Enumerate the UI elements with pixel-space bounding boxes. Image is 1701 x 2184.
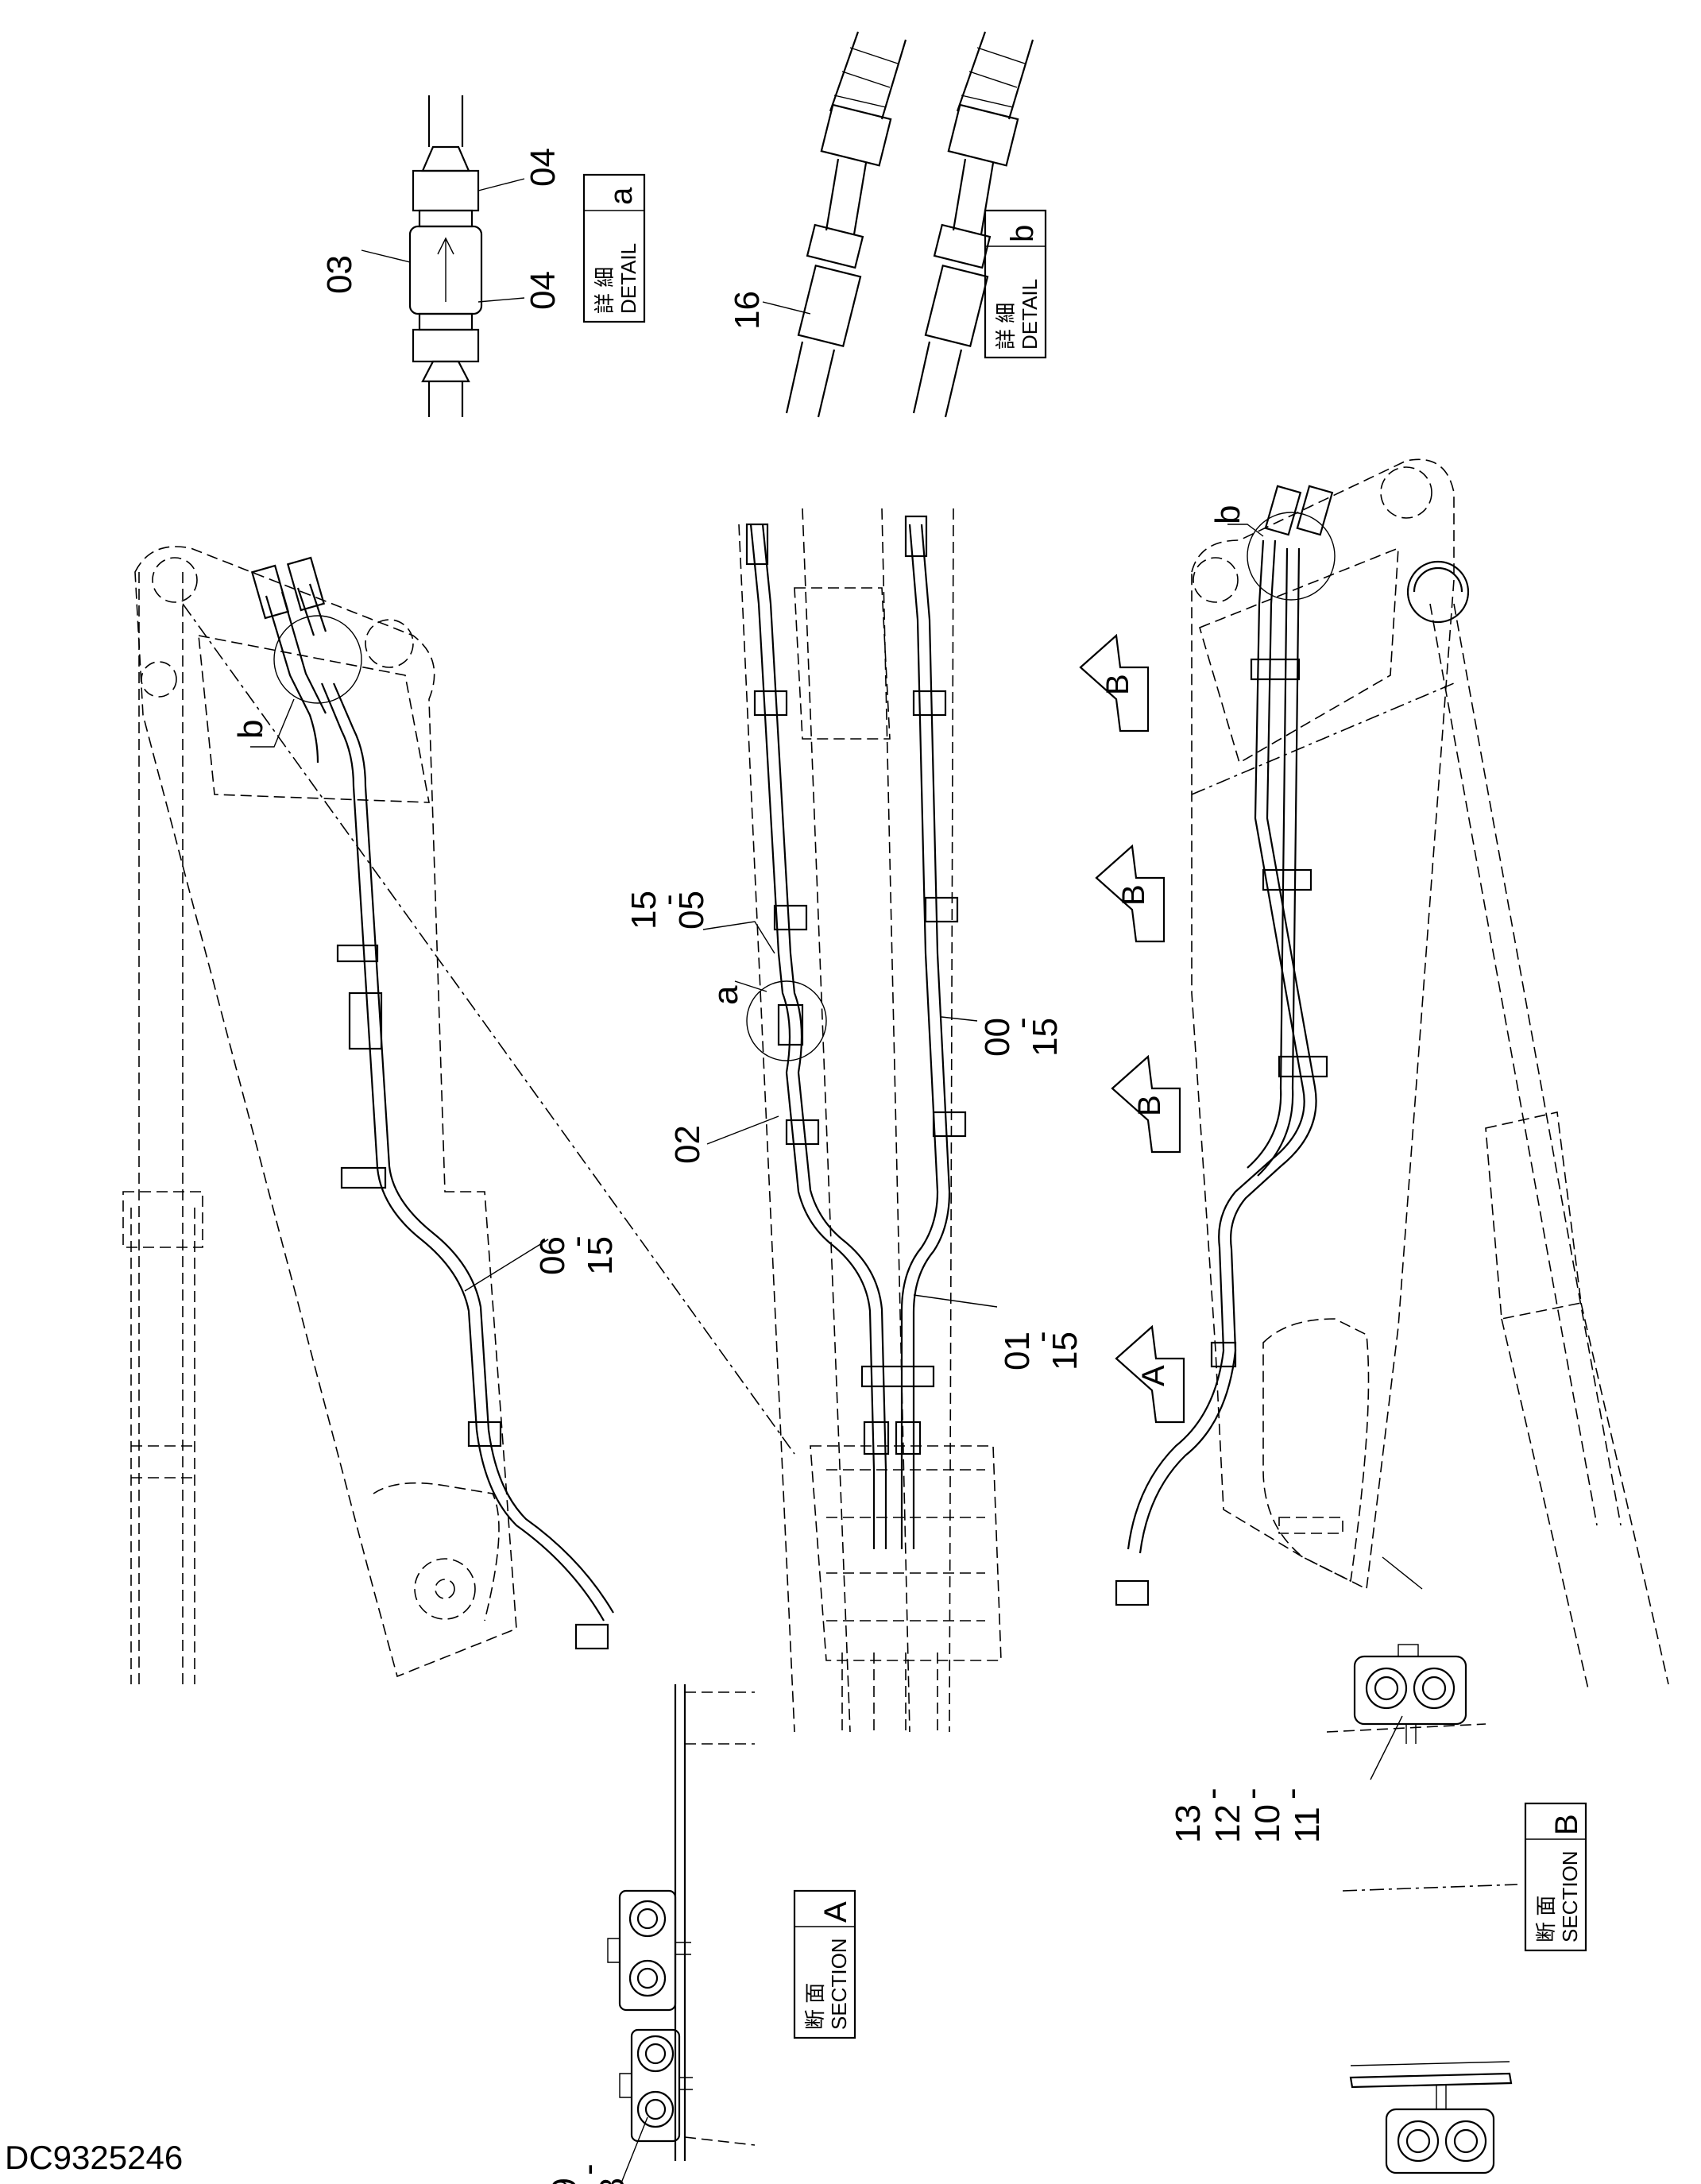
callout-04-top: 04 xyxy=(524,148,562,187)
svg-text:05: 05 xyxy=(672,891,711,930)
callout-13-12-10-11: 13 - 12 - 10 - 11 xyxy=(1169,1788,1327,1843)
section-b-jp: 断 面 xyxy=(1534,1896,1558,1942)
detail-b-drawing xyxy=(762,31,1034,418)
section-arrow-b1: B xyxy=(1079,633,1150,733)
svg-text:-: - xyxy=(1272,1788,1311,1799)
detail-a-letter: a xyxy=(604,187,639,205)
svg-text:B: B xyxy=(1100,674,1135,695)
section-a-clamps xyxy=(607,1684,756,2184)
detail-b-label: 詳 細 DETAIL b xyxy=(984,209,1047,359)
section-a-letter: A xyxy=(818,1901,853,1923)
section-b-en: SECTION xyxy=(1558,1850,1582,1942)
section-arrow-a1: A xyxy=(1115,1324,1185,1424)
svg-text:10: 10 xyxy=(1248,1804,1287,1843)
svg-text:09: 09 xyxy=(545,2178,584,2184)
section-arrow-b2: B xyxy=(1095,844,1166,943)
callout-a-mid: a xyxy=(706,985,745,1005)
detail-a-drawing xyxy=(361,95,525,417)
right-boom-view xyxy=(1115,458,1669,1693)
callout-b-right: b xyxy=(1208,505,1247,524)
section-b-letter: B xyxy=(1549,1814,1584,1835)
section-a-en: SECTION xyxy=(827,1938,851,2030)
detail-b-en: DETAIL xyxy=(1018,279,1042,350)
left-boom-view xyxy=(122,546,795,1684)
callout-16: 16 xyxy=(728,291,767,330)
svg-text:15: 15 xyxy=(624,891,663,930)
detail-b-jp: 詳 細 xyxy=(994,303,1018,350)
detail-b-letter: b xyxy=(1005,225,1040,242)
svg-text:-: - xyxy=(1002,1017,1041,1029)
svg-text:B: B xyxy=(1116,884,1151,906)
svg-text:06: 06 xyxy=(533,1236,572,1275)
svg-text:-: - xyxy=(1232,1788,1271,1799)
callout-02: 02 xyxy=(668,1125,707,1164)
callout-09-08: 09 - 08 xyxy=(545,2163,632,2184)
section-a-jp: 断 面 xyxy=(803,1983,827,2030)
callout-06-15: 06 - 15 xyxy=(533,1235,620,1275)
callout-04-bottom: 04 xyxy=(524,271,562,310)
svg-text:-: - xyxy=(557,1235,596,1247)
svg-text:15: 15 xyxy=(1026,1018,1065,1057)
drawing-code: DC9325246 xyxy=(5,2139,184,2176)
svg-text:-: - xyxy=(1193,1788,1231,1799)
detail-a-label: 詳 細 DETAIL a xyxy=(582,173,646,323)
svg-text:-: - xyxy=(648,894,687,906)
detail-a-en: DETAIL xyxy=(617,243,640,314)
section-a-label: 断 面 SECTION A xyxy=(793,1889,856,2039)
svg-text:15: 15 xyxy=(1046,1332,1084,1370)
callout-00-15: 00 - 15 xyxy=(978,1017,1065,1057)
svg-text:B: B xyxy=(1132,1095,1167,1116)
svg-text:08: 08 xyxy=(593,2178,632,2184)
detail-a-jp: 詳 細 xyxy=(593,267,617,314)
svg-text:11: 11 xyxy=(1288,1807,1327,1843)
section-b-lower-clamp xyxy=(1349,2061,1513,2174)
svg-text:A: A xyxy=(1136,1365,1171,1386)
svg-text:13: 13 xyxy=(1169,1804,1208,1843)
section-b-upper-clamp xyxy=(1326,1644,1518,1892)
callout-01-15: 01 - 15 xyxy=(998,1331,1084,1370)
svg-text:-: - xyxy=(569,2163,608,2175)
svg-text:00: 00 xyxy=(978,1018,1017,1057)
callout-15-05: 15 - 05 xyxy=(624,891,711,930)
centre-top-view xyxy=(702,508,1002,1733)
svg-text:-: - xyxy=(1022,1331,1061,1343)
section-b-label: 断 面 SECTION B xyxy=(1524,1802,1587,1952)
section-arrow-b3: B xyxy=(1111,1054,1181,1154)
callout-03: 03 xyxy=(320,255,359,294)
svg-text:12: 12 xyxy=(1208,1804,1247,1843)
svg-text:01: 01 xyxy=(998,1332,1037,1370)
svg-text:15: 15 xyxy=(581,1236,620,1275)
callout-b-left: b xyxy=(231,720,270,739)
